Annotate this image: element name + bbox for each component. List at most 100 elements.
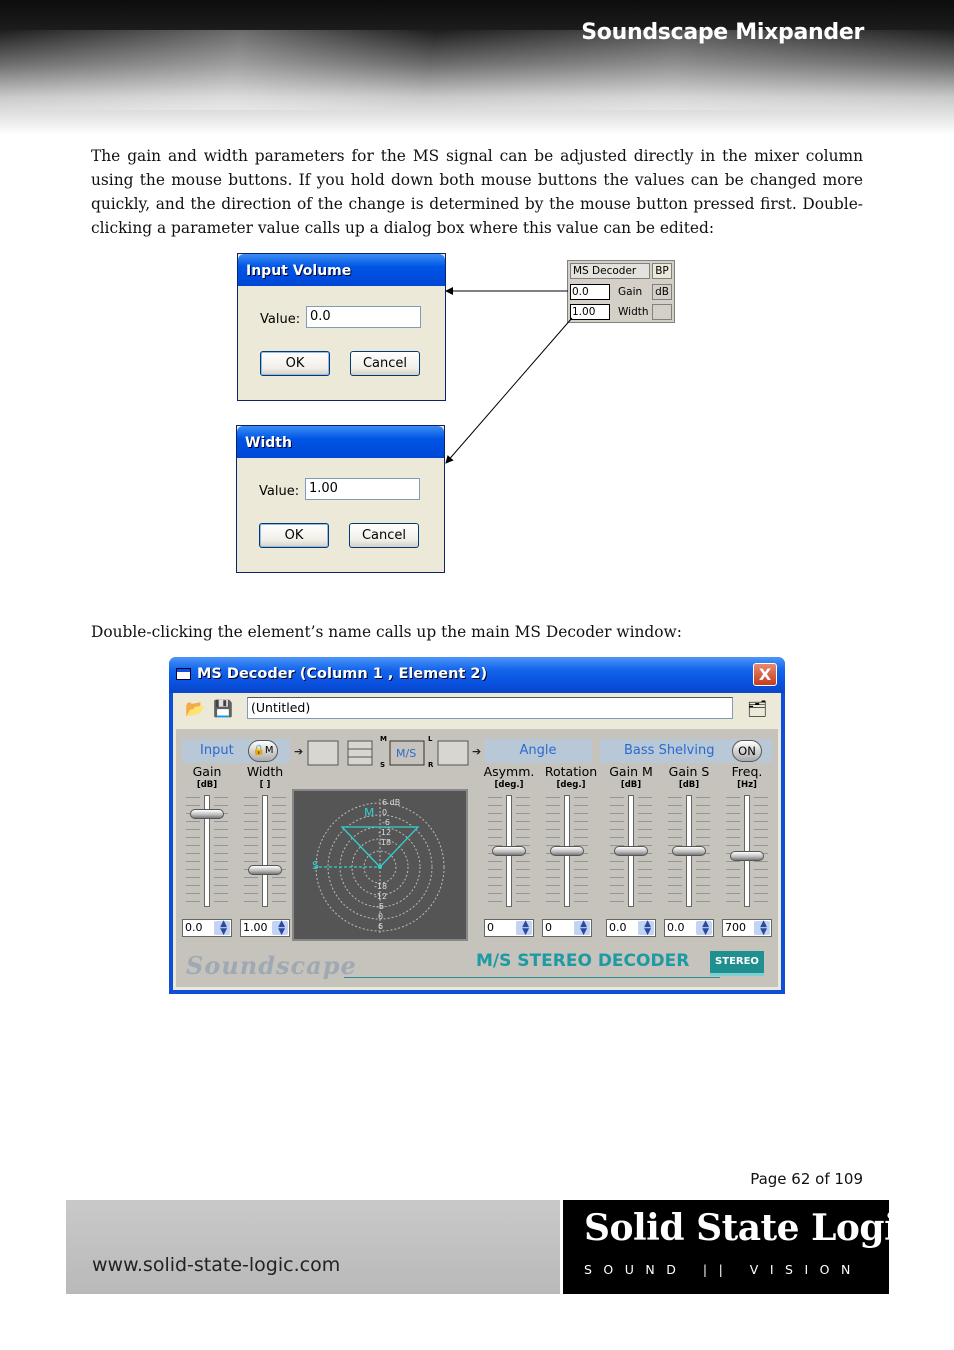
spin-arrows-icon[interactable]: ▲▼ (644, 919, 651, 937)
width-fader[interactable] (240, 789, 290, 911)
ms-button-label: M/S (396, 747, 416, 760)
brand-block (563, 1200, 889, 1294)
gain-value: 0.0 (185, 921, 203, 934)
gain-m-spinbox[interactable]: 0.0 ▲▼ (606, 919, 656, 937)
footer-divider (344, 977, 720, 978)
gain-m-fader[interactable] (606, 789, 656, 911)
asymm-spinbox[interactable]: 0 ▲▼ (484, 919, 534, 937)
window-title: MS Decoder (Column 1 , Element 2) (197, 666, 488, 682)
stereo-scope: M S 6 dB 0 -6 -12 -18 -18 -12 -6 0 6 (292, 789, 468, 941)
l-route-label: L (428, 735, 433, 743)
rotation-unit: [deg.] (556, 780, 586, 790)
bypass-button[interactable]: BP (652, 263, 672, 279)
bass-section-label: Bass Shelving (624, 743, 715, 758)
dialog-title: Input Volume (238, 254, 445, 286)
close-button[interactable]: X (753, 663, 777, 686)
width-unit-empty (652, 304, 672, 320)
asymm-label: Asymm. (483, 764, 535, 779)
decoder-panel: Input 🔒M Angle Bass Shelving ON ➔ M/S M … (176, 729, 778, 987)
value-input[interactable]: 1.00 (305, 478, 420, 500)
gain-m-value: 0.0 (609, 921, 627, 934)
rotation-fader[interactable] (542, 789, 592, 911)
window-client: 📂 💾 (Untitled) 🗂 Input 🔒M Angle Bass She… (173, 693, 781, 990)
scope-scale-3: -12 (378, 828, 391, 837)
gain-s-spinbox[interactable]: 0.0 ▲▼ (664, 919, 714, 937)
stereo-badge: STEREO (710, 951, 764, 976)
gain-s-label: Gain S (668, 764, 710, 779)
bass-shelving-toggle[interactable]: ON (732, 740, 762, 762)
scope-scale-4: -18 (378, 838, 391, 847)
save-icon[interactable]: 💾 (213, 699, 233, 718)
spin-arrows-icon[interactable]: ▲▼ (580, 919, 587, 937)
r-route-label: R (428, 761, 434, 769)
spin-arrows-icon[interactable]: ▲▼ (702, 919, 709, 937)
input-volume-dialog: Input Volume Value: 0.0 OK Cancel (237, 253, 446, 401)
preset-browser-icon[interactable]: 🗂 (747, 699, 768, 718)
m-route-label: M (380, 735, 387, 743)
scope-scale-6: -12 (374, 892, 387, 901)
scope-scale-5: -18 (374, 882, 387, 891)
scope-scale-1: 0 (382, 808, 387, 817)
preset-name-field[interactable]: (Untitled) (247, 697, 733, 719)
width-dialog: Width Value: 1.00 OK Cancel (236, 425, 445, 573)
brand-name: Solid State Logic (584, 1207, 919, 1249)
gain-unit: dB (652, 284, 672, 300)
spin-arrows-icon[interactable]: ▲▼ (760, 919, 767, 937)
value-label: Value: (259, 484, 300, 499)
freq-fader[interactable] (722, 789, 772, 911)
spin-arrows-icon[interactable]: ▲▼ (278, 919, 285, 937)
ok-button[interactable]: OK (259, 523, 329, 548)
soundscape-logo: Soundscape (186, 951, 357, 980)
gain-s-fader[interactable] (664, 789, 714, 911)
value-input[interactable]: 0.0 (306, 306, 421, 328)
body-paragraph-1: The gain and width parameters for the MS… (91, 147, 863, 237)
gain-label: Gain (618, 286, 643, 298)
asymm-value: 0 (487, 921, 494, 934)
scope-scale-0: 6 dB (382, 798, 400, 807)
scope-m-label: M (364, 806, 374, 820)
spin-arrows-icon[interactable]: ▲▼ (220, 919, 227, 937)
ok-button[interactable]: OK (260, 351, 330, 376)
input-section-label: Input (200, 743, 234, 758)
scope-scale-7: -6 (376, 902, 384, 911)
dialog-title: Width (237, 426, 444, 458)
page-header (0, 0, 954, 135)
cancel-button[interactable]: Cancel (349, 523, 419, 548)
footer-bar (66, 1200, 560, 1294)
gain-value[interactable]: 0.0 (570, 284, 610, 300)
cancel-button[interactable]: Cancel (350, 351, 420, 376)
width-spinbox[interactable]: 1.00▲▼ (240, 919, 290, 937)
asymm-unit: [deg.] (494, 780, 524, 790)
rotation-value: 0 (545, 921, 552, 934)
window-titlebar[interactable] (169, 657, 785, 693)
open-folder-icon[interactable]: 📂 (185, 699, 205, 718)
gain-m-unit: [dB] (620, 780, 642, 790)
decoder-title: M/S STEREO DECODER (476, 951, 690, 971)
freq-spinbox[interactable]: 700 ▲▼ (722, 919, 772, 937)
scope-scale-9: 6 (378, 922, 383, 931)
scope-graphic: M S 6 dB 0 -6 -12 -18 -18 -12 -6 0 6 (312, 798, 445, 935)
gain-label: Gain (192, 764, 222, 779)
spin-arrows-icon[interactable]: ▲▼ (522, 919, 529, 937)
asymm-fader[interactable] (484, 789, 534, 911)
routing-diagram[interactable]: ➔ M/S M S L R ➔ (292, 733, 492, 771)
website-link[interactable]: www.solid-state-logic.com (92, 1254, 341, 1276)
gain-s-value: 0.0 (667, 921, 685, 934)
rotation-label: Rotation (544, 764, 598, 779)
scope-scale-2: -6 (382, 818, 390, 827)
gain-spinbox[interactable]: 0.0 ▲▼ (182, 919, 232, 937)
document-title: Soundscape Mixpander (581, 20, 864, 45)
width-unit: [ ] (259, 780, 271, 790)
element-name[interactable]: MS Decoder (570, 263, 650, 279)
page-number: Page 62 of 109 (750, 1170, 863, 1188)
input-mode-toggle[interactable]: 🔒M (248, 740, 278, 762)
body-paragraph-2: Double-clicking the element’s name calls… (91, 623, 682, 641)
gain-fader[interactable] (182, 789, 232, 911)
freq-value: 700 (725, 921, 746, 934)
svg-text:➔: ➔ (472, 745, 481, 758)
width-value[interactable]: 1.00 (570, 304, 610, 320)
s-route-label: S (380, 761, 385, 769)
rotation-spinbox[interactable]: 0 ▲▼ (542, 919, 592, 937)
value-label: Value: (260, 312, 301, 327)
ms-decoder-panel: MS Decoder BP 0.0 Gain dB 1.00 Width (567, 260, 675, 323)
